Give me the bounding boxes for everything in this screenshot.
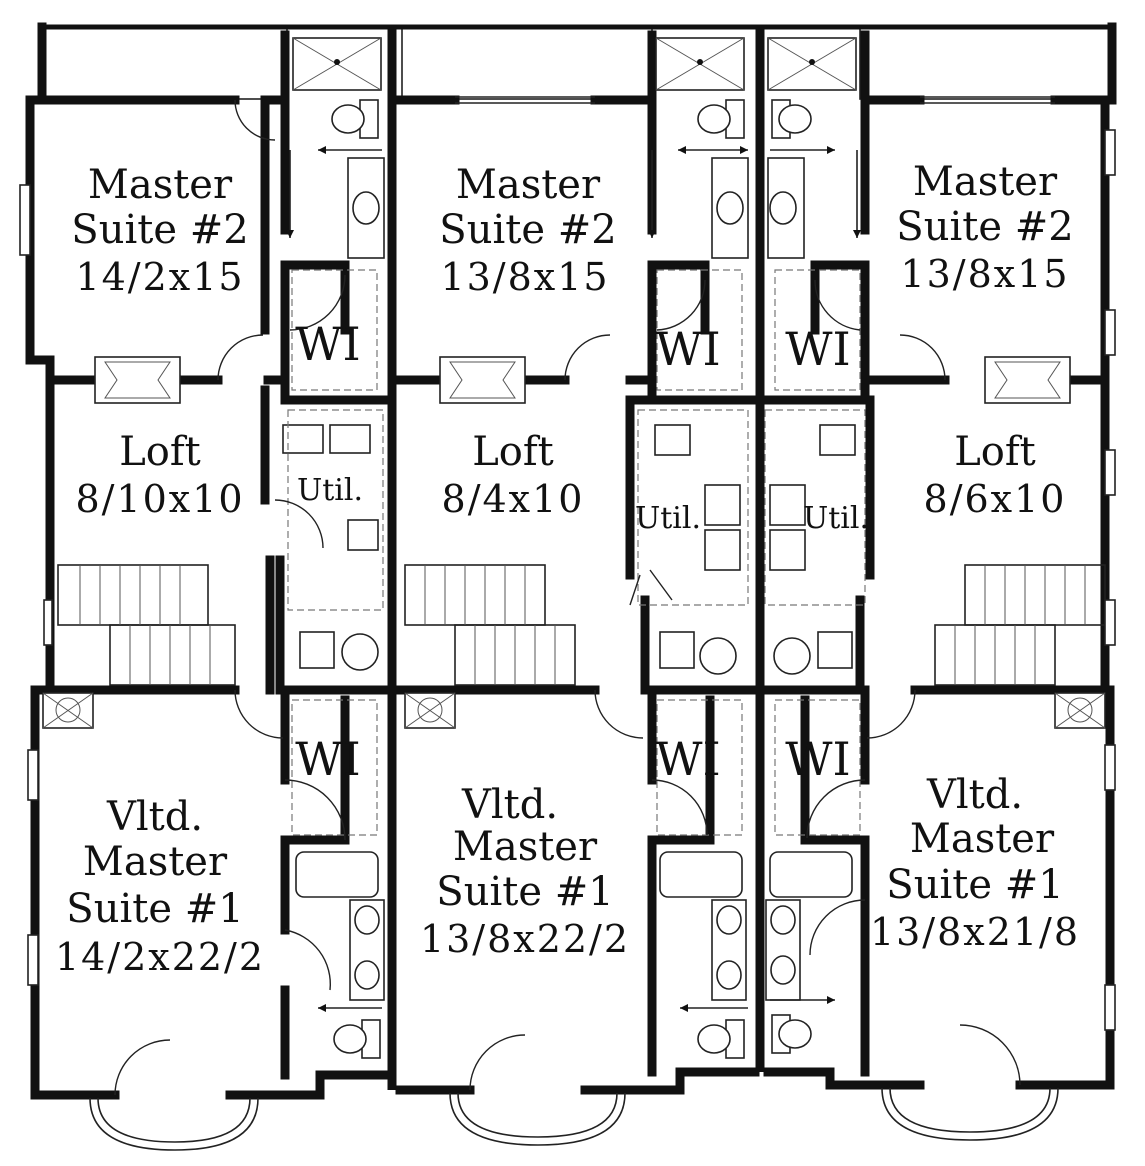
toilet-top-2 bbox=[697, 99, 745, 139]
master-suite-1-dims-u3: 13/8x21/8 bbox=[870, 910, 1080, 954]
util-label-u1: Util. bbox=[297, 473, 363, 508]
master-suite-2-dims-u3: 13/8x15 bbox=[900, 252, 1069, 296]
exterior-walls bbox=[25, 22, 1117, 1100]
master-suite-1-line3-u3: Suite #1 bbox=[886, 862, 1063, 908]
shower-unit1 bbox=[292, 37, 382, 91]
door-swings bbox=[114, 99, 1021, 1096]
loft-name-u1: Loft bbox=[119, 429, 201, 475]
loft-dims-u2: 8/4x10 bbox=[442, 477, 585, 521]
master-suite-2-dims-u1: 14/2x15 bbox=[75, 255, 244, 299]
master-suite-2-name-2-u3: Suite #2 bbox=[896, 204, 1073, 250]
wi-lower-u3: WI bbox=[785, 732, 850, 786]
master-suite-1-line1-u3: Vltd. bbox=[926, 772, 1023, 818]
interior-walls bbox=[30, 30, 1110, 1080]
loft-name-u3: Loft bbox=[954, 429, 1036, 475]
fireplace-2 bbox=[439, 356, 526, 404]
master-suite-1-line2-u3: Master bbox=[910, 816, 1055, 862]
loft-dims-u1: 8/10x10 bbox=[75, 477, 244, 521]
shower-unit3 bbox=[767, 37, 857, 91]
wi-upper-u3: WI bbox=[785, 322, 850, 376]
master-suite-1-line2-u2: Master bbox=[453, 824, 598, 870]
util-label-u2: Util. bbox=[635, 501, 701, 536]
fireplace-3 bbox=[984, 356, 1071, 404]
master-suite-2-name-1-u1: Master bbox=[88, 162, 233, 208]
master-suite-1-dims-u1: 14/2x22/2 bbox=[55, 935, 265, 979]
util-label-u3: Util. bbox=[803, 501, 869, 536]
loft-name-u2: Loft bbox=[472, 429, 554, 475]
master-suite-1-line3-u1: Suite #1 bbox=[66, 886, 243, 932]
master-suite-2-name-1-u3: Master bbox=[913, 159, 1058, 205]
stairs-3 bbox=[934, 564, 1106, 686]
master-suite-1-line3-u2: Suite #1 bbox=[436, 869, 613, 915]
master-suite-2-dims-u2: 13/8x15 bbox=[440, 255, 609, 299]
master-suite-1-line1-u2: Vltd. bbox=[461, 782, 558, 828]
stairs-1 bbox=[57, 564, 236, 686]
master-suite-2-name-2-u1: Suite #2 bbox=[71, 207, 248, 253]
loft-dims-u3: 8/6x10 bbox=[924, 477, 1067, 521]
shower-unit2 bbox=[655, 37, 745, 91]
master-suite-1-line1-u1: Vltd. bbox=[106, 794, 203, 840]
wi-lower-u2: WI bbox=[655, 732, 720, 786]
wi-upper-u1: WI bbox=[295, 317, 360, 371]
wi-upper-u2: WI bbox=[655, 322, 720, 376]
wi-lower-u1: WI bbox=[295, 732, 360, 786]
master-suite-2-name-1-u2: Master bbox=[456, 162, 601, 208]
fireplace-1 bbox=[94, 356, 181, 404]
toilet-top-1 bbox=[331, 99, 379, 139]
toilet-top-3 bbox=[771, 99, 812, 139]
fixtures bbox=[19, 37, 1116, 1151]
stairs-2 bbox=[404, 564, 576, 686]
master-suite-2-name-2-u2: Suite #2 bbox=[439, 207, 616, 253]
master-suite-1-dims-u2: 13/8x22/2 bbox=[420, 917, 630, 961]
master-suite-1-line2-u1: Master bbox=[83, 839, 228, 885]
room-labels: Master Suite #2 14/2x15 Loft 8/10x10 Uti… bbox=[55, 159, 1080, 979]
